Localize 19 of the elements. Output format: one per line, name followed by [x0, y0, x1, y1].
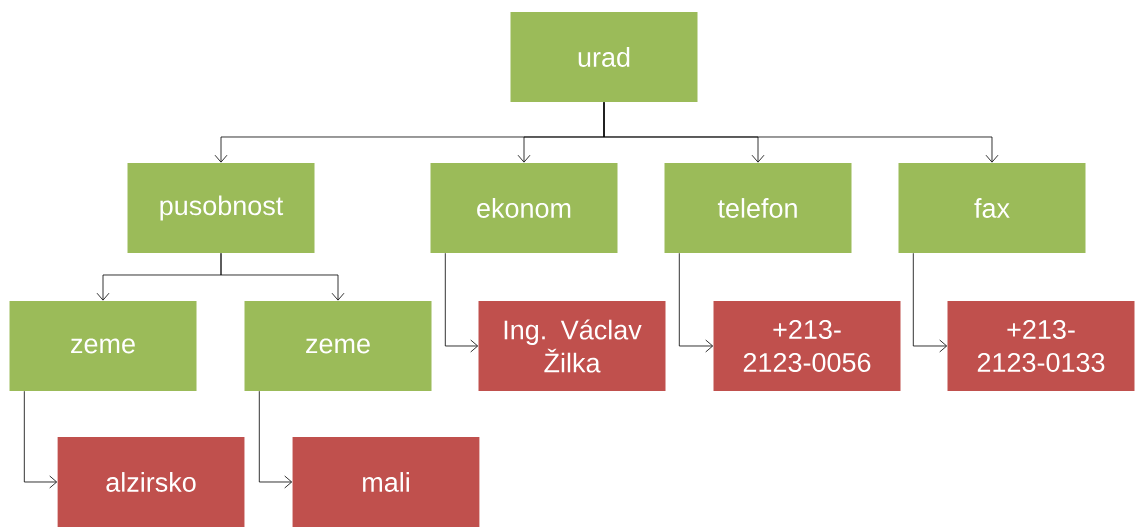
arrow [23, 390, 58, 489]
category-box: telefon [664, 163, 852, 253]
value-box: alzirsko [57, 437, 245, 527]
category-box: urad [510, 12, 698, 102]
category-box: ekonom [430, 163, 618, 253]
arrow [258, 390, 293, 489]
value-box: Ing. Václav Žilka [478, 301, 666, 391]
value-box: mali [292, 437, 480, 527]
arrow [444, 252, 479, 353]
arrow [678, 252, 714, 353]
category-box: zeme [244, 301, 432, 391]
category-box: fax [898, 163, 1086, 253]
arrow [912, 252, 948, 353]
value-box: +213-2123-0056 [713, 301, 901, 391]
category-box: zeme [9, 301, 197, 391]
arrow [220, 252, 345, 301]
category-box: pusobnost [127, 163, 315, 253]
arrow [603, 101, 999, 163]
value-box: +213-2123-0133 [947, 301, 1135, 391]
